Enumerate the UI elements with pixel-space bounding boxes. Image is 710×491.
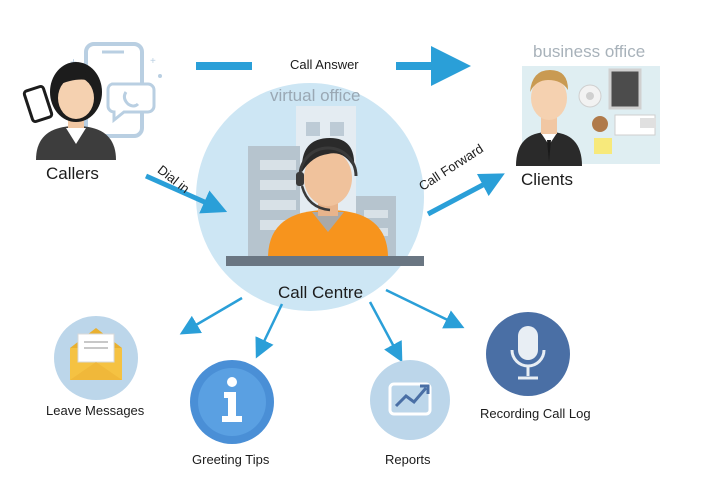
virtual-office-circle xyxy=(196,83,424,311)
business-office-illustration xyxy=(516,66,660,166)
clients-label: Clients xyxy=(521,170,573,189)
business-office-label: business office xyxy=(533,42,646,61)
businessman-client-icon xyxy=(516,70,582,166)
leave-messages-arrow xyxy=(179,296,243,335)
svg-text:+: + xyxy=(150,56,156,67)
reports-label: Reports xyxy=(385,452,431,467)
callers-label: Callers xyxy=(46,164,99,183)
smartphone-icon: + + xyxy=(70,42,162,138)
leave-messages-label: Leave Messages xyxy=(46,403,145,418)
svg-text:+: + xyxy=(70,55,77,69)
recording-call-log-label: Recording Call Log xyxy=(480,406,591,421)
reports-arrow xyxy=(368,301,403,363)
call-forward-arrow xyxy=(426,173,505,217)
microphone-icon xyxy=(486,312,570,396)
greeting-tips-label: Greeting Tips xyxy=(192,452,270,467)
chart-icon xyxy=(370,360,450,440)
virtual-office-label: virtual office xyxy=(270,86,361,105)
info-icon xyxy=(190,360,274,444)
call-centre-label: Call Centre xyxy=(278,283,364,302)
callers-illustration: + + xyxy=(22,42,162,160)
dial-in-arrow xyxy=(144,173,228,214)
envelope-icon xyxy=(54,316,138,400)
greeting-tips-arrow xyxy=(255,303,284,359)
call-answer-label: Call Answer xyxy=(290,57,359,72)
agent-headset-icon xyxy=(268,138,388,258)
woman-caller-icon xyxy=(36,62,116,160)
mobile-phone-icon xyxy=(22,84,54,124)
recording-call-log-arrow xyxy=(385,288,465,329)
